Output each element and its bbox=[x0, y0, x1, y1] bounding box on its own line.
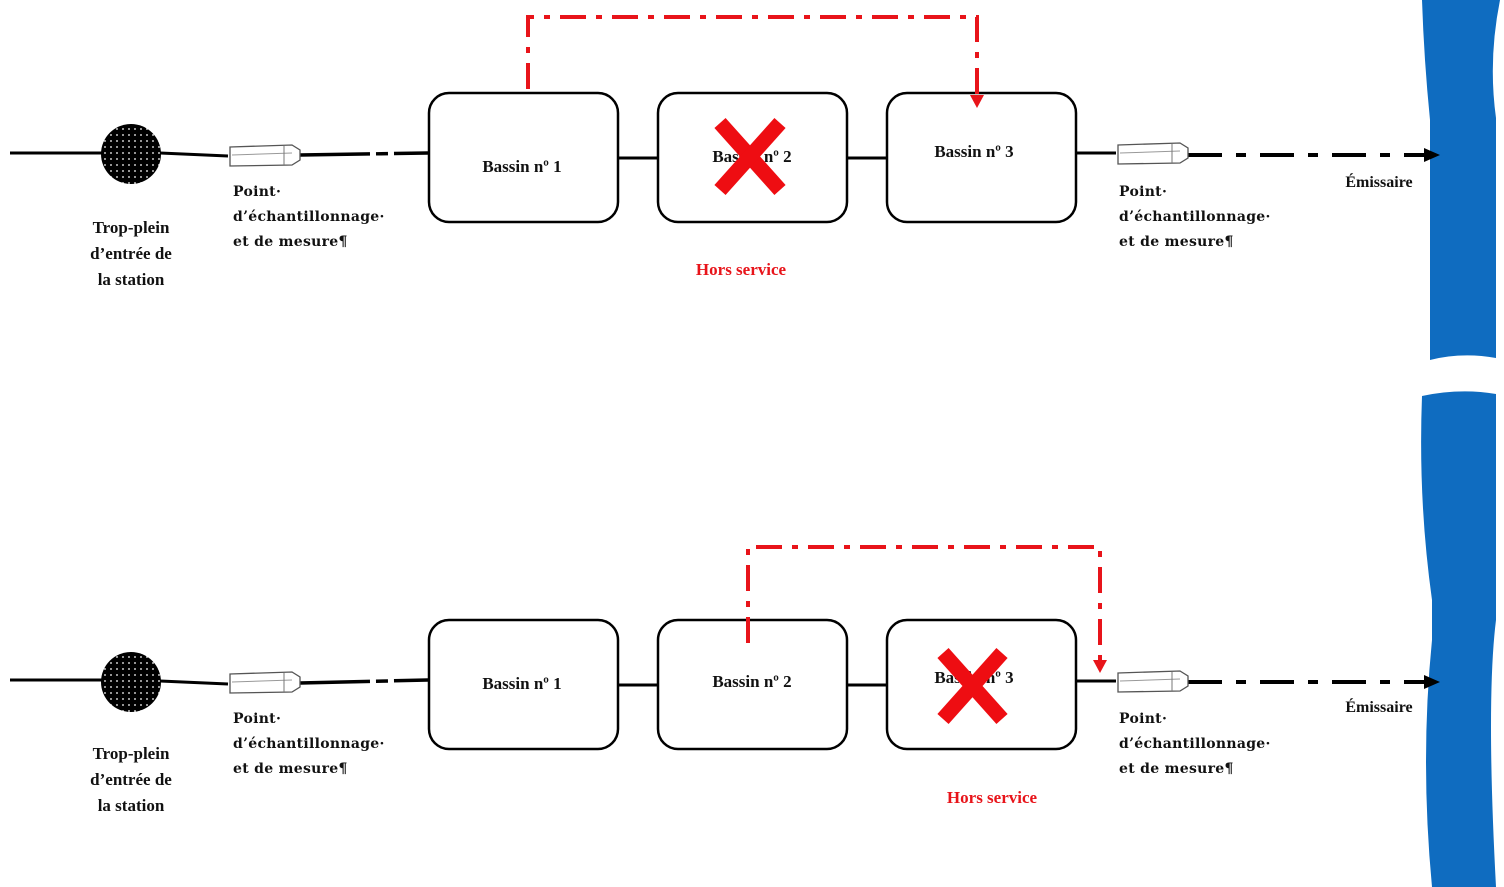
outfall-label: Émissaire bbox=[1345, 697, 1412, 716]
inlet-sample-label-line1: Point· bbox=[233, 184, 281, 200]
basin-2-label: Bassin nº 2 bbox=[712, 672, 791, 691]
outlet-sample-label-line3: et de mesure¶ bbox=[1119, 234, 1234, 250]
basin-1-label: Bassin nº 1 bbox=[482, 674, 561, 693]
inlet-label-line1: Trop-plein bbox=[93, 218, 170, 237]
basin-3-label: Bassin nº 3 bbox=[934, 142, 1013, 161]
out-of-service-label: Hors service bbox=[947, 788, 1038, 807]
inlet-overflow-icon bbox=[101, 124, 161, 184]
diagram-2: Trop-plein d’entrée de la station Point·… bbox=[10, 545, 1440, 815]
out-of-service-cross-icon bbox=[714, 117, 786, 196]
inlet-label-line3: la station bbox=[98, 796, 165, 815]
inlet-label-line1: Trop-plein bbox=[93, 744, 170, 763]
outlet-sample-label-line2: d’échantillonnage· bbox=[1119, 736, 1271, 752]
basin-1-label: Bassin nº 1 bbox=[482, 157, 561, 176]
outfall-arrowhead bbox=[1424, 148, 1440, 162]
inlet-to-sampler-pipe bbox=[159, 151, 229, 158]
inlet-sample-label-line2: d’échantillonnage· bbox=[233, 209, 385, 225]
basin-1 bbox=[427, 91, 620, 224]
outlet-sample-label-line1: Point· bbox=[1119, 711, 1167, 727]
outfall-label: Émissaire bbox=[1345, 172, 1412, 191]
river-shape-top bbox=[1422, 0, 1500, 360]
sampler-icon bbox=[229, 671, 301, 694]
sampler-icon bbox=[1117, 142, 1189, 165]
inlet-to-sampler-pipe bbox=[159, 679, 229, 686]
bypass-line bbox=[746, 545, 1102, 660]
diagram-1: Trop-plein d’entrée de la station Point·… bbox=[10, 15, 1440, 289]
outlet-sample-label-line1: Point· bbox=[1119, 184, 1167, 200]
basin-2 bbox=[656, 618, 849, 751]
basin-1 bbox=[427, 618, 620, 751]
receiving-water bbox=[1421, 0, 1500, 887]
inlet-label-line2: d’entrée de bbox=[90, 770, 172, 789]
outlet-sample-label-line3: et de mesure¶ bbox=[1119, 761, 1234, 777]
outlet-sample-label-line2: d’échantillonnage· bbox=[1119, 209, 1271, 225]
inlet-label-line3: la station bbox=[98, 270, 165, 289]
basin-3 bbox=[885, 91, 1078, 224]
out-of-service-label: Hors service bbox=[696, 260, 787, 279]
inlet-sample-label-line3: et de mesure¶ bbox=[233, 761, 348, 777]
sampler-icon bbox=[229, 144, 301, 167]
sampler-to-basin1-pipe bbox=[299, 151, 429, 157]
bypass-arrowhead bbox=[1093, 660, 1107, 673]
outfall-arrowhead bbox=[1424, 675, 1440, 689]
bypass-line bbox=[526, 15, 979, 95]
inlet-sample-label-line1: Point· bbox=[233, 711, 281, 727]
inlet-label-line2: d’entrée de bbox=[90, 244, 172, 263]
inlet-sample-label-line3: et de mesure¶ bbox=[233, 234, 348, 250]
sampler-icon bbox=[1117, 670, 1189, 693]
river-shape-bottom bbox=[1421, 391, 1496, 887]
inlet-overflow-icon bbox=[101, 652, 161, 712]
sampler-to-basin1-pipe bbox=[299, 678, 429, 685]
out-of-service-cross-icon bbox=[937, 648, 1008, 724]
bypass-arrowhead bbox=[970, 95, 984, 108]
inlet-sample-label-line2: d’échantillonnage· bbox=[233, 736, 385, 752]
